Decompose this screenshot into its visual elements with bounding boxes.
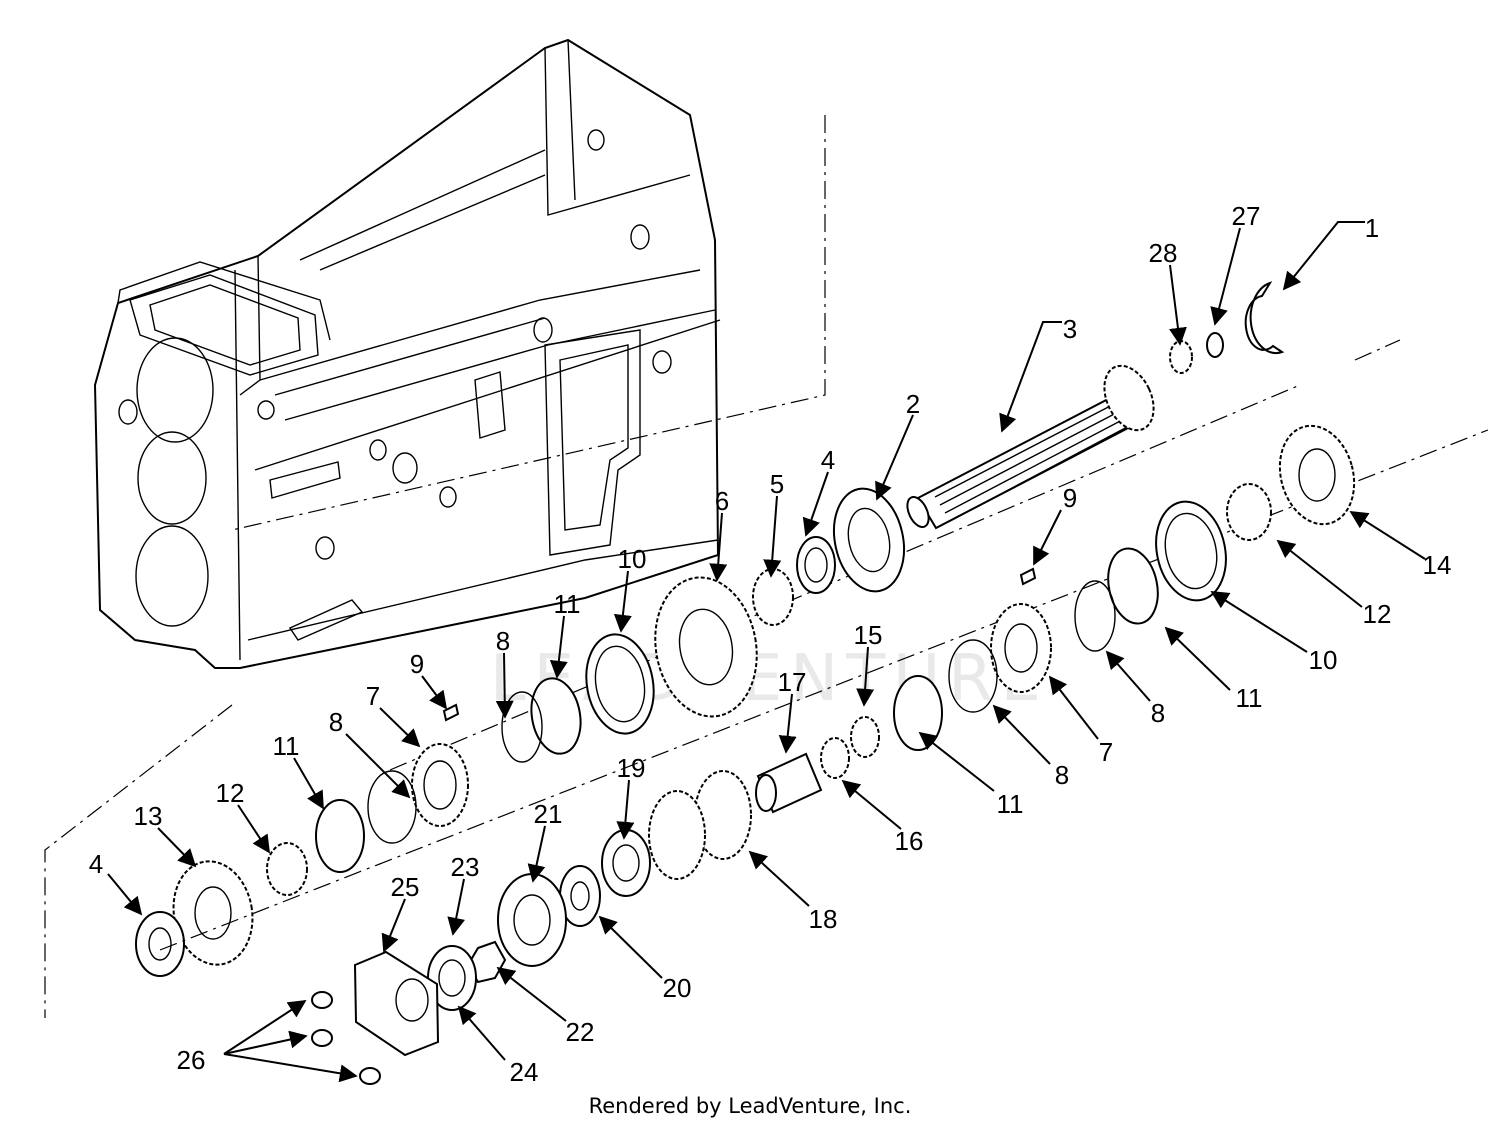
input-shaft-assembly bbox=[389, 281, 1401, 771]
callout-number-7: 7 bbox=[1099, 737, 1113, 767]
callout-leader bbox=[1282, 221, 1365, 291]
callout-number-22: 22 bbox=[566, 1017, 595, 1047]
transmission-housing bbox=[93, 38, 721, 669]
callout-leader bbox=[1276, 539, 1363, 608]
callout-leader bbox=[107, 873, 143, 916]
callout-number-18: 18 bbox=[809, 904, 838, 934]
callout-number-13: 13 bbox=[134, 801, 163, 831]
callout-number-12: 12 bbox=[1363, 599, 1392, 629]
callout-leader bbox=[1210, 591, 1308, 653]
callout-leader bbox=[381, 898, 406, 953]
callout-number-4: 4 bbox=[89, 849, 103, 879]
callout-number-8: 8 bbox=[329, 707, 343, 737]
callout-leader bbox=[496, 966, 567, 1022]
countershaft-gear-train bbox=[159, 424, 1489, 1085]
callout-leader bbox=[778, 693, 797, 754]
callout-number-11: 11 bbox=[1236, 683, 1263, 713]
render-credit: Rendered by LeadVenture, Inc. bbox=[588, 1094, 912, 1118]
callout-number-23: 23 bbox=[451, 852, 480, 882]
callout-leader bbox=[157, 827, 197, 868]
callout-leader bbox=[841, 779, 902, 830]
callout-number-5: 5 bbox=[770, 469, 784, 499]
callout-leader bbox=[447, 878, 466, 936]
callout-number-9: 9 bbox=[410, 649, 424, 679]
callout-leader bbox=[802, 471, 829, 537]
callout-number-27: 27 bbox=[1232, 201, 1261, 231]
callout-leader bbox=[1164, 626, 1231, 691]
callout-leader bbox=[223, 1053, 358, 1083]
callout-leader bbox=[223, 1000, 307, 1055]
section-outline bbox=[44, 115, 826, 1018]
callout-number-1: 1 bbox=[1365, 213, 1379, 243]
callout-number-8: 8 bbox=[1055, 760, 1069, 790]
callout-leader bbox=[223, 1030, 308, 1055]
callout-leader bbox=[457, 1005, 506, 1061]
callout-number-24: 24 bbox=[510, 1057, 539, 1087]
callout-number-25: 25 bbox=[391, 872, 420, 902]
callout-leader bbox=[875, 414, 914, 501]
callout-leader bbox=[237, 804, 270, 854]
callout-leader bbox=[763, 495, 782, 578]
callout-leader bbox=[918, 731, 995, 792]
callout-number-26: 26 bbox=[177, 1045, 206, 1075]
callout-leader bbox=[293, 757, 324, 810]
callout-number-7: 7 bbox=[366, 681, 380, 711]
callout-number-2: 2 bbox=[906, 389, 920, 419]
callout-leader bbox=[999, 321, 1062, 433]
callout-number-3: 3 bbox=[1063, 314, 1077, 344]
callout-leader bbox=[421, 675, 448, 710]
callout-leader bbox=[1033, 509, 1062, 566]
callout-leader bbox=[992, 704, 1051, 765]
callout-number-4: 4 bbox=[821, 445, 835, 475]
upper-gear-train bbox=[135, 487, 905, 977]
callout-leader bbox=[527, 825, 546, 883]
callout-leader bbox=[709, 512, 728, 582]
part-callouts: 1234561011897811121342523211917159282714… bbox=[89, 201, 1452, 1087]
callout-leader bbox=[856, 646, 875, 707]
callout-number-10: 10 bbox=[1309, 645, 1338, 675]
callout-leader bbox=[1349, 511, 1426, 560]
callout-number-11: 11 bbox=[554, 589, 581, 619]
callout-number-16: 16 bbox=[895, 826, 924, 856]
callout-leader bbox=[549, 615, 568, 679]
callout-leader bbox=[1105, 650, 1151, 702]
callout-leader bbox=[1210, 227, 1241, 326]
callout-number-19: 19 bbox=[617, 753, 646, 783]
callout-number-14: 14 bbox=[1423, 550, 1452, 580]
callout-leader bbox=[598, 915, 663, 979]
callout-number-21: 21 bbox=[534, 799, 563, 829]
callout-leader bbox=[1169, 264, 1187, 346]
callout-number-11: 11 bbox=[997, 789, 1024, 819]
callout-number-8: 8 bbox=[496, 626, 510, 656]
callout-leader bbox=[748, 850, 810, 907]
callout-leader bbox=[613, 570, 632, 633]
callout-leader bbox=[495, 652, 514, 719]
callout-number-12: 12 bbox=[216, 778, 245, 808]
callout-leader bbox=[345, 733, 411, 799]
callout-number-8: 8 bbox=[1151, 698, 1165, 728]
callout-number-20: 20 bbox=[663, 973, 692, 1003]
callout-number-6: 6 bbox=[715, 486, 729, 516]
callout-number-15: 15 bbox=[854, 620, 883, 650]
callout-number-9: 9 bbox=[1063, 483, 1077, 513]
callout-leader bbox=[616, 779, 635, 840]
callout-number-11: 11 bbox=[273, 731, 300, 761]
callout-number-10: 10 bbox=[618, 544, 647, 574]
callout-number-28: 28 bbox=[1149, 238, 1178, 268]
callout-number-17: 17 bbox=[778, 667, 807, 697]
callout-leader bbox=[1048, 675, 1099, 740]
callout-leader bbox=[379, 707, 421, 748]
